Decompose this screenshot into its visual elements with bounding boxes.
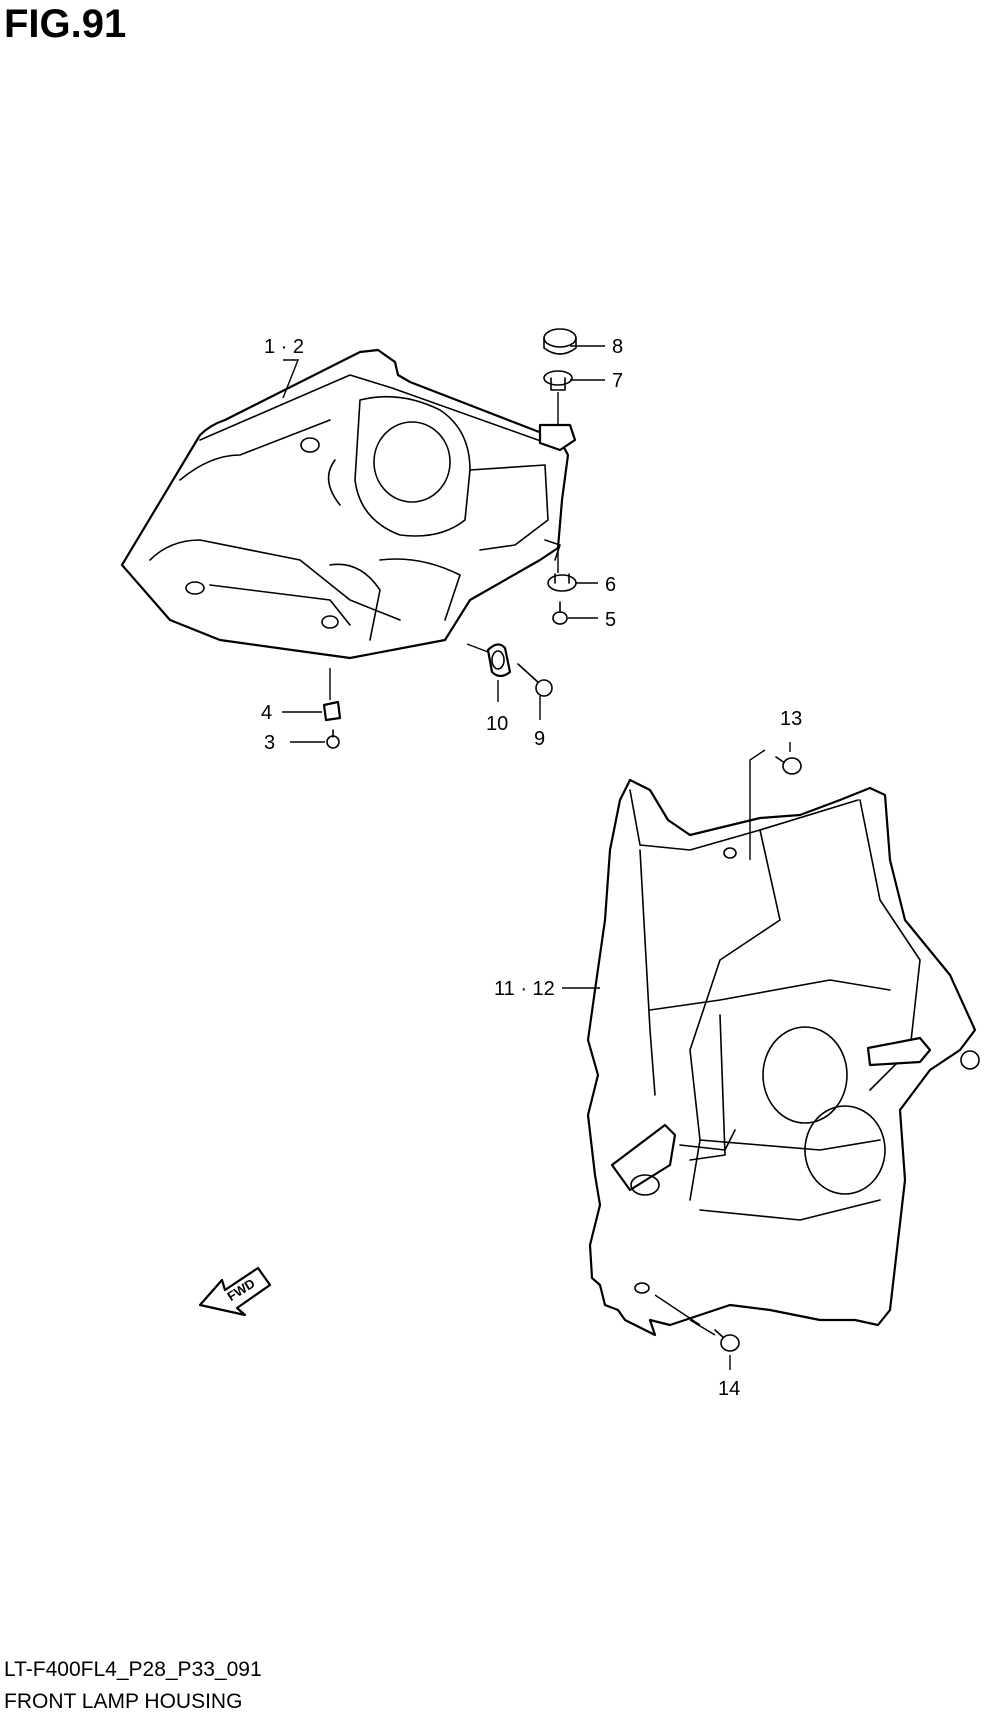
callout-1-2: 1 · 2 [264,336,304,358]
clip-part-13 [775,756,802,775]
model-code: LT-F400FL4_P28_P33_091 [4,1658,262,1681]
nut-clip-part-4 [322,700,342,722]
grommet-part-8 [543,328,577,355]
collar-part-6 [547,573,577,592]
section-title: FRONT LAMP HOUSING [4,1690,243,1713]
lamp-housing-upper [120,348,577,660]
lamp-housing-lower-cover [586,778,980,1337]
leader-lines [282,345,791,1370]
callout-7: 7 [612,370,623,392]
screw-part-3 [326,729,340,749]
callout-11-12: 11 · 12 [494,978,555,1000]
clip-part-14 [714,1329,740,1352]
collar-part-7 [543,370,573,391]
callout-10: 10 [486,713,508,735]
bolt-part-9 [517,663,553,697]
screw-part-5 [552,601,568,625]
callout-3: 3 [264,732,275,754]
callout-14: 14 [718,1378,740,1400]
callout-9: 9 [534,728,545,750]
callout-6: 6 [605,574,616,596]
figure-title: FIG.91 [4,2,127,46]
callout-5: 5 [605,609,616,631]
fwd-arrow-icon: FWD [198,1266,272,1317]
callout-8: 8 [612,336,623,358]
grommet-part-10 [486,643,512,678]
callout-4: 4 [261,702,272,724]
callout-13: 13 [780,708,802,730]
